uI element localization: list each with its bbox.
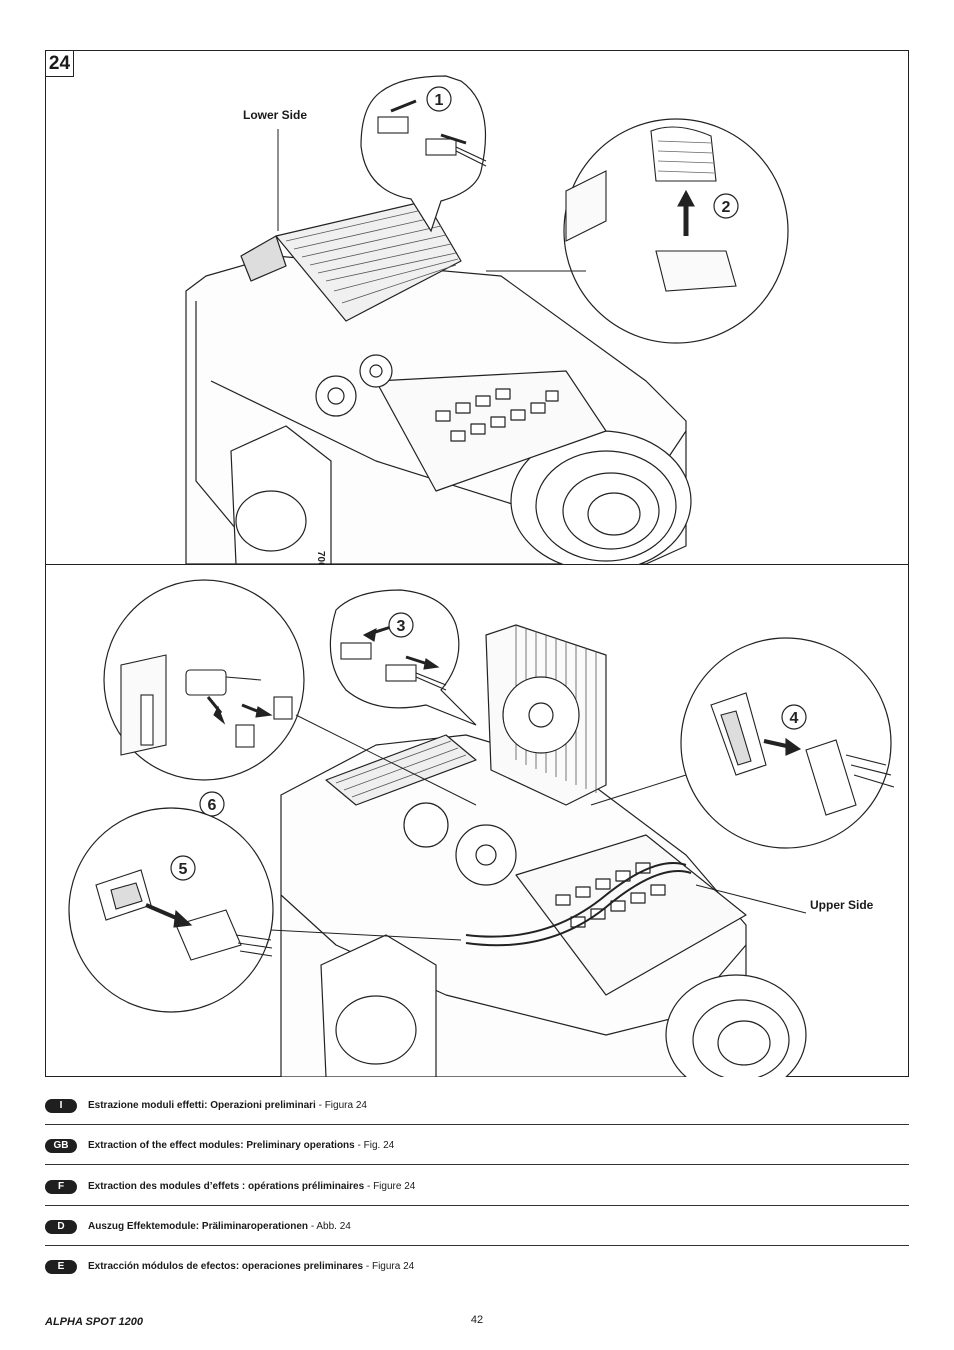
callout-3 bbox=[329, 589, 477, 726]
upper-side-label: Upper Side bbox=[810, 898, 874, 912]
caption-figure-ref: - Figura 24 bbox=[363, 1261, 415, 1272]
step-1-label: 1 bbox=[435, 92, 444, 109]
panel-divider bbox=[46, 564, 908, 565]
caption-row-gb: GB Extraction of the effect modules: Pre… bbox=[45, 1125, 909, 1165]
step-5-label: 5 bbox=[179, 861, 188, 878]
motor-connector bbox=[120, 654, 293, 756]
heat-sink bbox=[275, 200, 462, 322]
control-board-upper bbox=[515, 834, 747, 996]
caption-row-f: F Extraction des modules d’effets : opér… bbox=[45, 1166, 909, 1206]
upper-side-pointer bbox=[695, 884, 807, 914]
caption-figure-ref: - Abb. 24 bbox=[308, 1221, 351, 1232]
caption-text: Extracción módulos de efectos: operacion… bbox=[88, 1261, 414, 1272]
gear-wheel bbox=[315, 375, 357, 417]
lower-side-panel: 700 1 bbox=[46, 51, 908, 564]
caption-row-d: D Auszug Effektemodule: Präliminaroperat… bbox=[45, 1206, 909, 1246]
caption-row-e: E Extracción módulos de efectos: operaci… bbox=[45, 1246, 909, 1286]
callout-2 bbox=[563, 118, 789, 344]
language-badge: E bbox=[45, 1260, 77, 1274]
display-housing bbox=[230, 425, 332, 564]
dsub-connector-4 bbox=[710, 692, 895, 816]
upper-side-panel: 6 3 bbox=[46, 565, 908, 1077]
caption-figure-ref: - Figure 24 bbox=[364, 1181, 416, 1192]
display-housing-upper bbox=[320, 934, 437, 1077]
caption-title: Extracción módulos de efectos: operacion… bbox=[88, 1261, 364, 1272]
caption-title: Estrazione moduli effetti: Operazioni pr… bbox=[88, 1100, 316, 1111]
figure-number: 24 bbox=[46, 51, 74, 77]
lower-side-illustration: 700 1 bbox=[185, 75, 789, 564]
front-lens bbox=[510, 430, 692, 564]
caption-title: Extraction of the effect modules: Prelim… bbox=[88, 1140, 355, 1151]
language-badge: GB bbox=[45, 1139, 77, 1153]
device-marking: 700 bbox=[315, 551, 326, 564]
figure-24: 24 bbox=[45, 50, 909, 1077]
language-badge: F bbox=[45, 1180, 77, 1194]
caption-figure-ref: - Fig. 24 bbox=[354, 1140, 395, 1151]
connector-unplug bbox=[377, 99, 487, 167]
dsub-connector-5 bbox=[95, 869, 273, 961]
callout-1 bbox=[360, 75, 487, 233]
upper-side-illustration: 6 3 bbox=[68, 579, 895, 1077]
step-3-label: 3 bbox=[397, 618, 406, 635]
caption-figure-ref: - Figura 24 bbox=[315, 1100, 367, 1111]
caption-title: Extraction des modules d’effets : opérat… bbox=[88, 1181, 365, 1192]
connector-unplug-3 bbox=[340, 625, 447, 691]
step-2-label: 2 bbox=[722, 199, 731, 216]
caption-text: Extraction des modules d’effets : opérat… bbox=[88, 1181, 415, 1192]
caption-text: Estrazione moduli effetti: Operazioni pr… bbox=[88, 1100, 367, 1111]
caption-divider bbox=[45, 1205, 909, 1206]
step-6-label: 6 bbox=[208, 797, 217, 814]
caption-row-i: I Estrazione moduli effetti: Operazioni … bbox=[45, 1085, 909, 1125]
caption-divider bbox=[45, 1124, 909, 1125]
caption-divider bbox=[45, 1245, 909, 1246]
lower-side-label: Lower Side bbox=[243, 108, 308, 122]
language-badge: D bbox=[45, 1220, 77, 1234]
caption-text: Auszug Effektemodule: Präliminaroperatio… bbox=[88, 1221, 351, 1232]
caption-text: Extraction of the effect modules: Prelim… bbox=[88, 1140, 394, 1151]
front-lens-upper bbox=[665, 974, 807, 1077]
callout-5 bbox=[68, 807, 274, 1013]
caption-divider bbox=[45, 1164, 909, 1165]
page-number: 42 bbox=[470, 1314, 484, 1326]
footer-model-name: ALPHA SPOT 1200 bbox=[45, 1316, 144, 1328]
step-4-label: 4 bbox=[790, 710, 799, 727]
caption-title: Auszug Effektemodule: Präliminaroperatio… bbox=[88, 1221, 309, 1232]
ribbon-connector bbox=[565, 126, 737, 292]
language-badge: I bbox=[45, 1099, 77, 1113]
